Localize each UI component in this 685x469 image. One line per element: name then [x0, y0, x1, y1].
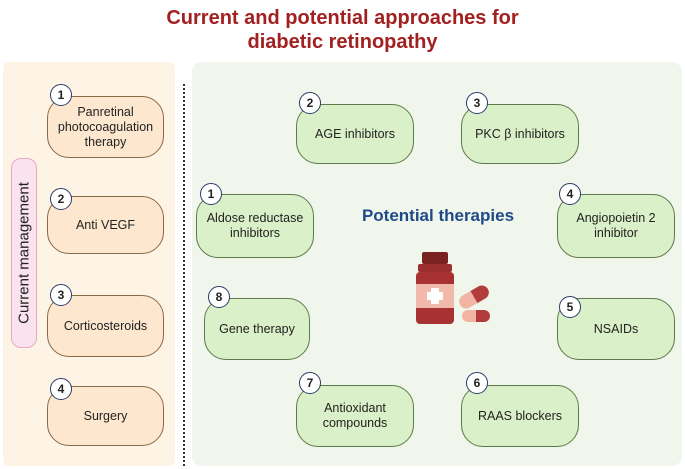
- potential-item-gene: Gene therapy: [204, 298, 310, 360]
- current-item-label: Surgery: [83, 408, 128, 423]
- title-line-2: diabetic retinopathy: [247, 31, 438, 53]
- current-management-text: Current management: [15, 182, 33, 324]
- potential-item-antioxidant: Antioxidant compounds: [296, 385, 414, 447]
- potential-item-pkc: PKC β inhibitors: [461, 104, 579, 164]
- current-item-3: Corticosteroids: [47, 295, 164, 357]
- current-item-label: Corticosteroids: [63, 318, 148, 333]
- number-badge: 3: [466, 92, 488, 114]
- potential-therapies-title: Potential therapies: [361, 206, 515, 225]
- capsule-icon: [459, 285, 490, 322]
- potential-item-angiopoietin: Angiopoietin 2 inhibitor: [557, 194, 675, 258]
- current-item-label: Anti VEGF: [75, 217, 136, 232]
- figure-title: Current and potential approaches for dia…: [0, 6, 685, 54]
- medicine-bottle-icon: [416, 252, 454, 324]
- number-badge: 1: [200, 183, 222, 205]
- potential-item-label: RAAS blockers: [477, 408, 563, 423]
- number-badge: 1: [50, 84, 72, 106]
- dotted-divider: [183, 84, 185, 466]
- potential-item-label: Antioxidant compounds: [322, 401, 388, 430]
- number-badge: 2: [50, 188, 72, 210]
- potential-item-label: Gene therapy: [219, 321, 295, 336]
- potential-item-label: Aldose reductase inhibitors: [206, 211, 304, 240]
- current-item-1: Panretinal photocoagulation therapy: [47, 96, 164, 158]
- number-badge: 3: [50, 284, 72, 306]
- potential-item-aldose: Aldose reductase inhibitors: [196, 194, 314, 258]
- number-badge: 8: [208, 286, 230, 308]
- current-management-label: Current management: [11, 158, 37, 348]
- number-badge: 4: [50, 378, 72, 400]
- potential-item-label: PKC β inhibitors: [475, 126, 565, 141]
- potential-item-label: NSAIDs: [593, 321, 639, 336]
- current-item-label: Panretinal photocoagulation therapy: [57, 104, 154, 149]
- number-badge: 4: [559, 183, 581, 205]
- number-badge: 2: [299, 92, 321, 114]
- potential-item-age: AGE inhibitors: [296, 104, 414, 164]
- number-badge: 5: [559, 296, 581, 318]
- number-badge: 6: [466, 372, 488, 394]
- number-badge: 7: [299, 372, 321, 394]
- potential-item-label: Angiopoietin 2 inhibitor: [576, 211, 656, 240]
- potential-item-raas: RAAS blockers: [461, 385, 579, 447]
- medicine-icon: [416, 252, 490, 324]
- title-line-1: Current and potential approaches for: [166, 7, 519, 29]
- potential-item-label: AGE inhibitors: [315, 126, 395, 141]
